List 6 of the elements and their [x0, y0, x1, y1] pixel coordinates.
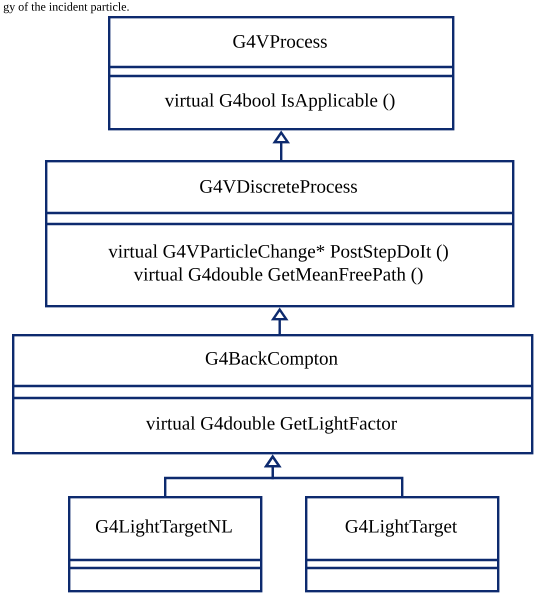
caption-text: gy of the incident particle. — [4, 2, 129, 14]
class-box: G4LightTarget — [305, 496, 500, 592]
class-box: G4VDiscreteProcess virtual G4VParticleChange* PostStepDoIt () virtual G4double GetMeanFreePath () — [45, 160, 514, 308]
class-box: G4VProcess virtual G4bool IsApplicable () — [108, 16, 454, 130]
class-box: G4LightTargetNL — [68, 496, 262, 592]
class-box: G4BackCompton virtual G4double GetLightFactor — [12, 334, 534, 454]
